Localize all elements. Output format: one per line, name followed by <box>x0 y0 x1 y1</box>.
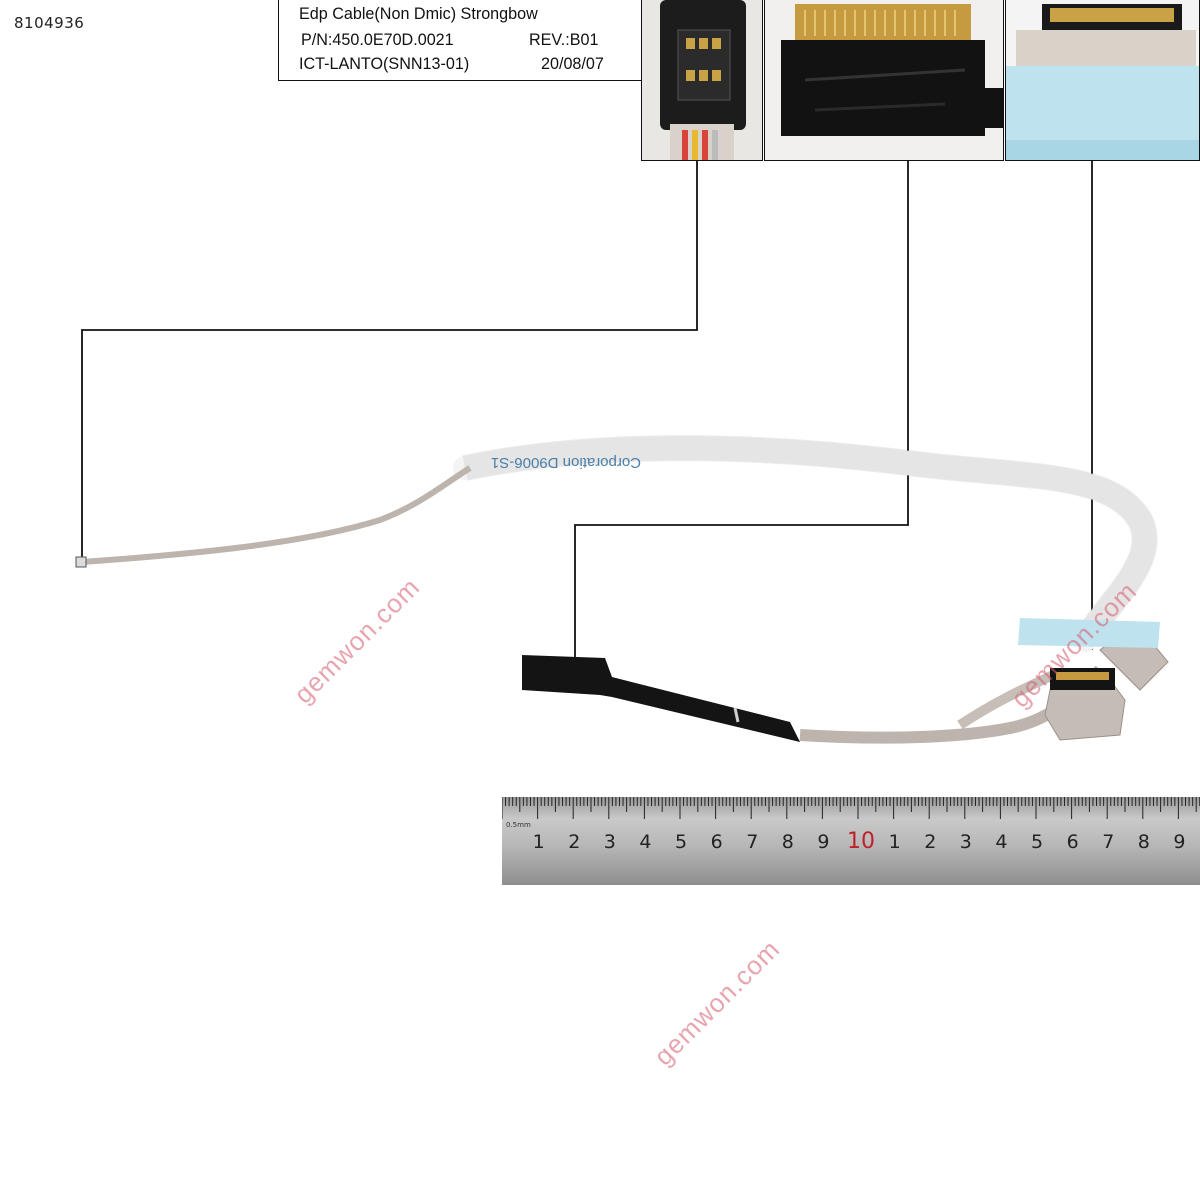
ruler-number: 2 <box>568 831 581 853</box>
ruler-number: 6 <box>1066 831 1079 853</box>
product-code: 8104936 <box>14 14 85 32</box>
flex-ribbon <box>453 436 1157 652</box>
callout-lines <box>81 160 1093 680</box>
black-tape-connector <box>522 655 800 742</box>
ruler-number: 1 <box>532 831 545 853</box>
label-title: Edp Cable(Non Dmic) Strongbow <box>299 4 538 23</box>
ruler-number: 4 <box>995 831 1008 853</box>
ruler-number: 3 <box>959 831 972 853</box>
detail-photo-panel-connector <box>1005 0 1200 161</box>
detail-photo-small-connector <box>641 0 763 161</box>
blue-tape <box>1018 618 1160 648</box>
ruler-number: 5 <box>675 831 688 853</box>
ruler-number: 9 <box>1173 831 1186 853</box>
ruler-number: 1 <box>888 831 901 853</box>
ruler-number: 3 <box>603 831 616 853</box>
ruler-ticks <box>502 797 1200 819</box>
ruler-number: 8 <box>1137 831 1150 853</box>
ruler-number: 8 <box>781 831 794 853</box>
label-date: 20/08/07 <box>541 54 604 73</box>
ribbon-print: Corporation D9006-S1 <box>491 454 641 471</box>
ruler-number: 4 <box>639 831 652 853</box>
left-thin-wire <box>81 465 472 565</box>
ruler-unit-label: 0.5mm <box>506 821 531 829</box>
detail-photo-lcd-connector <box>764 0 1004 161</box>
ruler-number: 2 <box>924 831 937 853</box>
label-manufacturer: ICT-LANTO(SNN13-01) <box>299 54 470 73</box>
ruler-number: 7 <box>1102 831 1115 853</box>
label-revision: REV.:B01 <box>529 30 599 49</box>
ruler-number: 5 <box>1031 831 1044 853</box>
flex-ribbon-edge <box>462 435 1158 648</box>
label-part-number: P/N:450.0E70D.0021 <box>301 30 454 49</box>
ruler-number: 9 <box>817 831 830 853</box>
ruler-number: 7 <box>746 831 759 853</box>
ruler-number: 6 <box>710 831 723 853</box>
cable-label: Edp Cable(Non Dmic) Strongbow P/N:450.0E… <box>278 0 642 81</box>
ruler-number: 10 <box>847 829 875 854</box>
small-connector-end <box>75 556 87 568</box>
